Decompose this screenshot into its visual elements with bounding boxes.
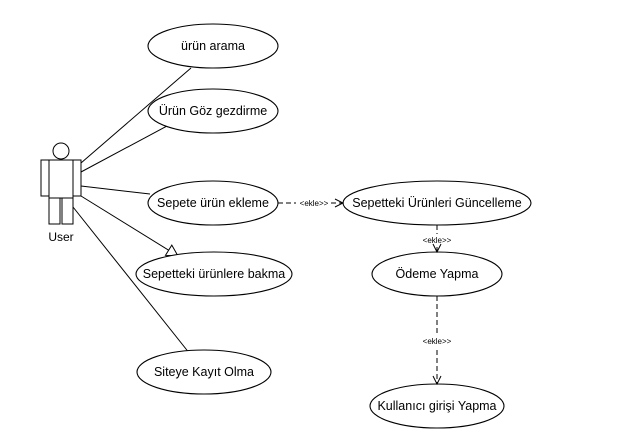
- actor-body: [48, 159, 74, 199]
- use-case-urun-arama[interactable]: ürün arama: [147, 23, 279, 69]
- svg-text:Sepetteki Ürünleri Güncelleme: Sepetteki Ürünleri Güncelleme: [352, 196, 522, 210]
- use-case-urun-goz-gezdirme[interactable]: Ürün Göz gezdirme: [147, 88, 279, 134]
- extend-relation-2: <ekle>>: [423, 225, 452, 252]
- actor-label: User: [48, 230, 73, 244]
- association-urun-arama: [80, 67, 192, 164]
- actor-head: [52, 142, 70, 160]
- generalization-sepetteki-urunlere-bakma: [80, 195, 179, 257]
- extend-relation-1: <ekle>>: [278, 199, 343, 208]
- svg-text:Ödeme Yapma: Ödeme Yapma: [396, 267, 479, 281]
- svg-text:Siteye Kayıt Olma: Siteye Kayıt Olma: [154, 365, 254, 379]
- use-case-sepetteki-urunleri-guncelleme[interactable]: Sepetteki Ürünleri Güncelleme: [342, 180, 532, 226]
- extend-relation-3: <ekle>>: [423, 296, 452, 384]
- association-urun-goz-gezdirme: [80, 125, 168, 173]
- extend-label-1: <ekle>>: [300, 199, 329, 208]
- svg-text:Ürün Göz gezdirme: Ürün Göz gezdirme: [159, 104, 267, 118]
- actor-left-leg: [48, 197, 61, 225]
- actor-right-leg: [61, 197, 74, 225]
- use-case-sepete-urun-ekleme[interactable]: Sepete ürün ekleme: [147, 180, 279, 226]
- actor-right-arm: [72, 159, 82, 197]
- use-case-odeme-yapma[interactable]: Ödeme Yapma: [371, 251, 503, 297]
- association-sepete-urun-ekleme: [80, 185, 151, 195]
- svg-text:Sepete ürün ekleme: Sepete ürün ekleme: [157, 196, 269, 210]
- actor-left-arm: [40, 159, 50, 197]
- use-case-siteye-kayit-olma[interactable]: Siteye Kayıt Olma: [136, 349, 272, 395]
- extend-label-3: <ekle>>: [423, 337, 452, 346]
- extend-label-2: <ekle>>: [423, 236, 452, 245]
- use-case-kullanici-girisi-yapma[interactable]: Kullanıcı girişi Yapma: [369, 383, 505, 429]
- svg-text:ürün arama: ürün arama: [181, 39, 245, 53]
- use-case-sepetteki-urunlere-bakma[interactable]: Sepetteki ürünlere bakma: [135, 251, 293, 297]
- actor-user: User: [40, 142, 82, 244]
- svg-text:Sepetteki ürünlere bakma: Sepetteki ürünlere bakma: [143, 267, 285, 281]
- svg-text:Kullanıcı girişi Yapma: Kullanıcı girişi Yapma: [377, 399, 496, 413]
- association-siteye-kayit-olma: [72, 206, 191, 355]
